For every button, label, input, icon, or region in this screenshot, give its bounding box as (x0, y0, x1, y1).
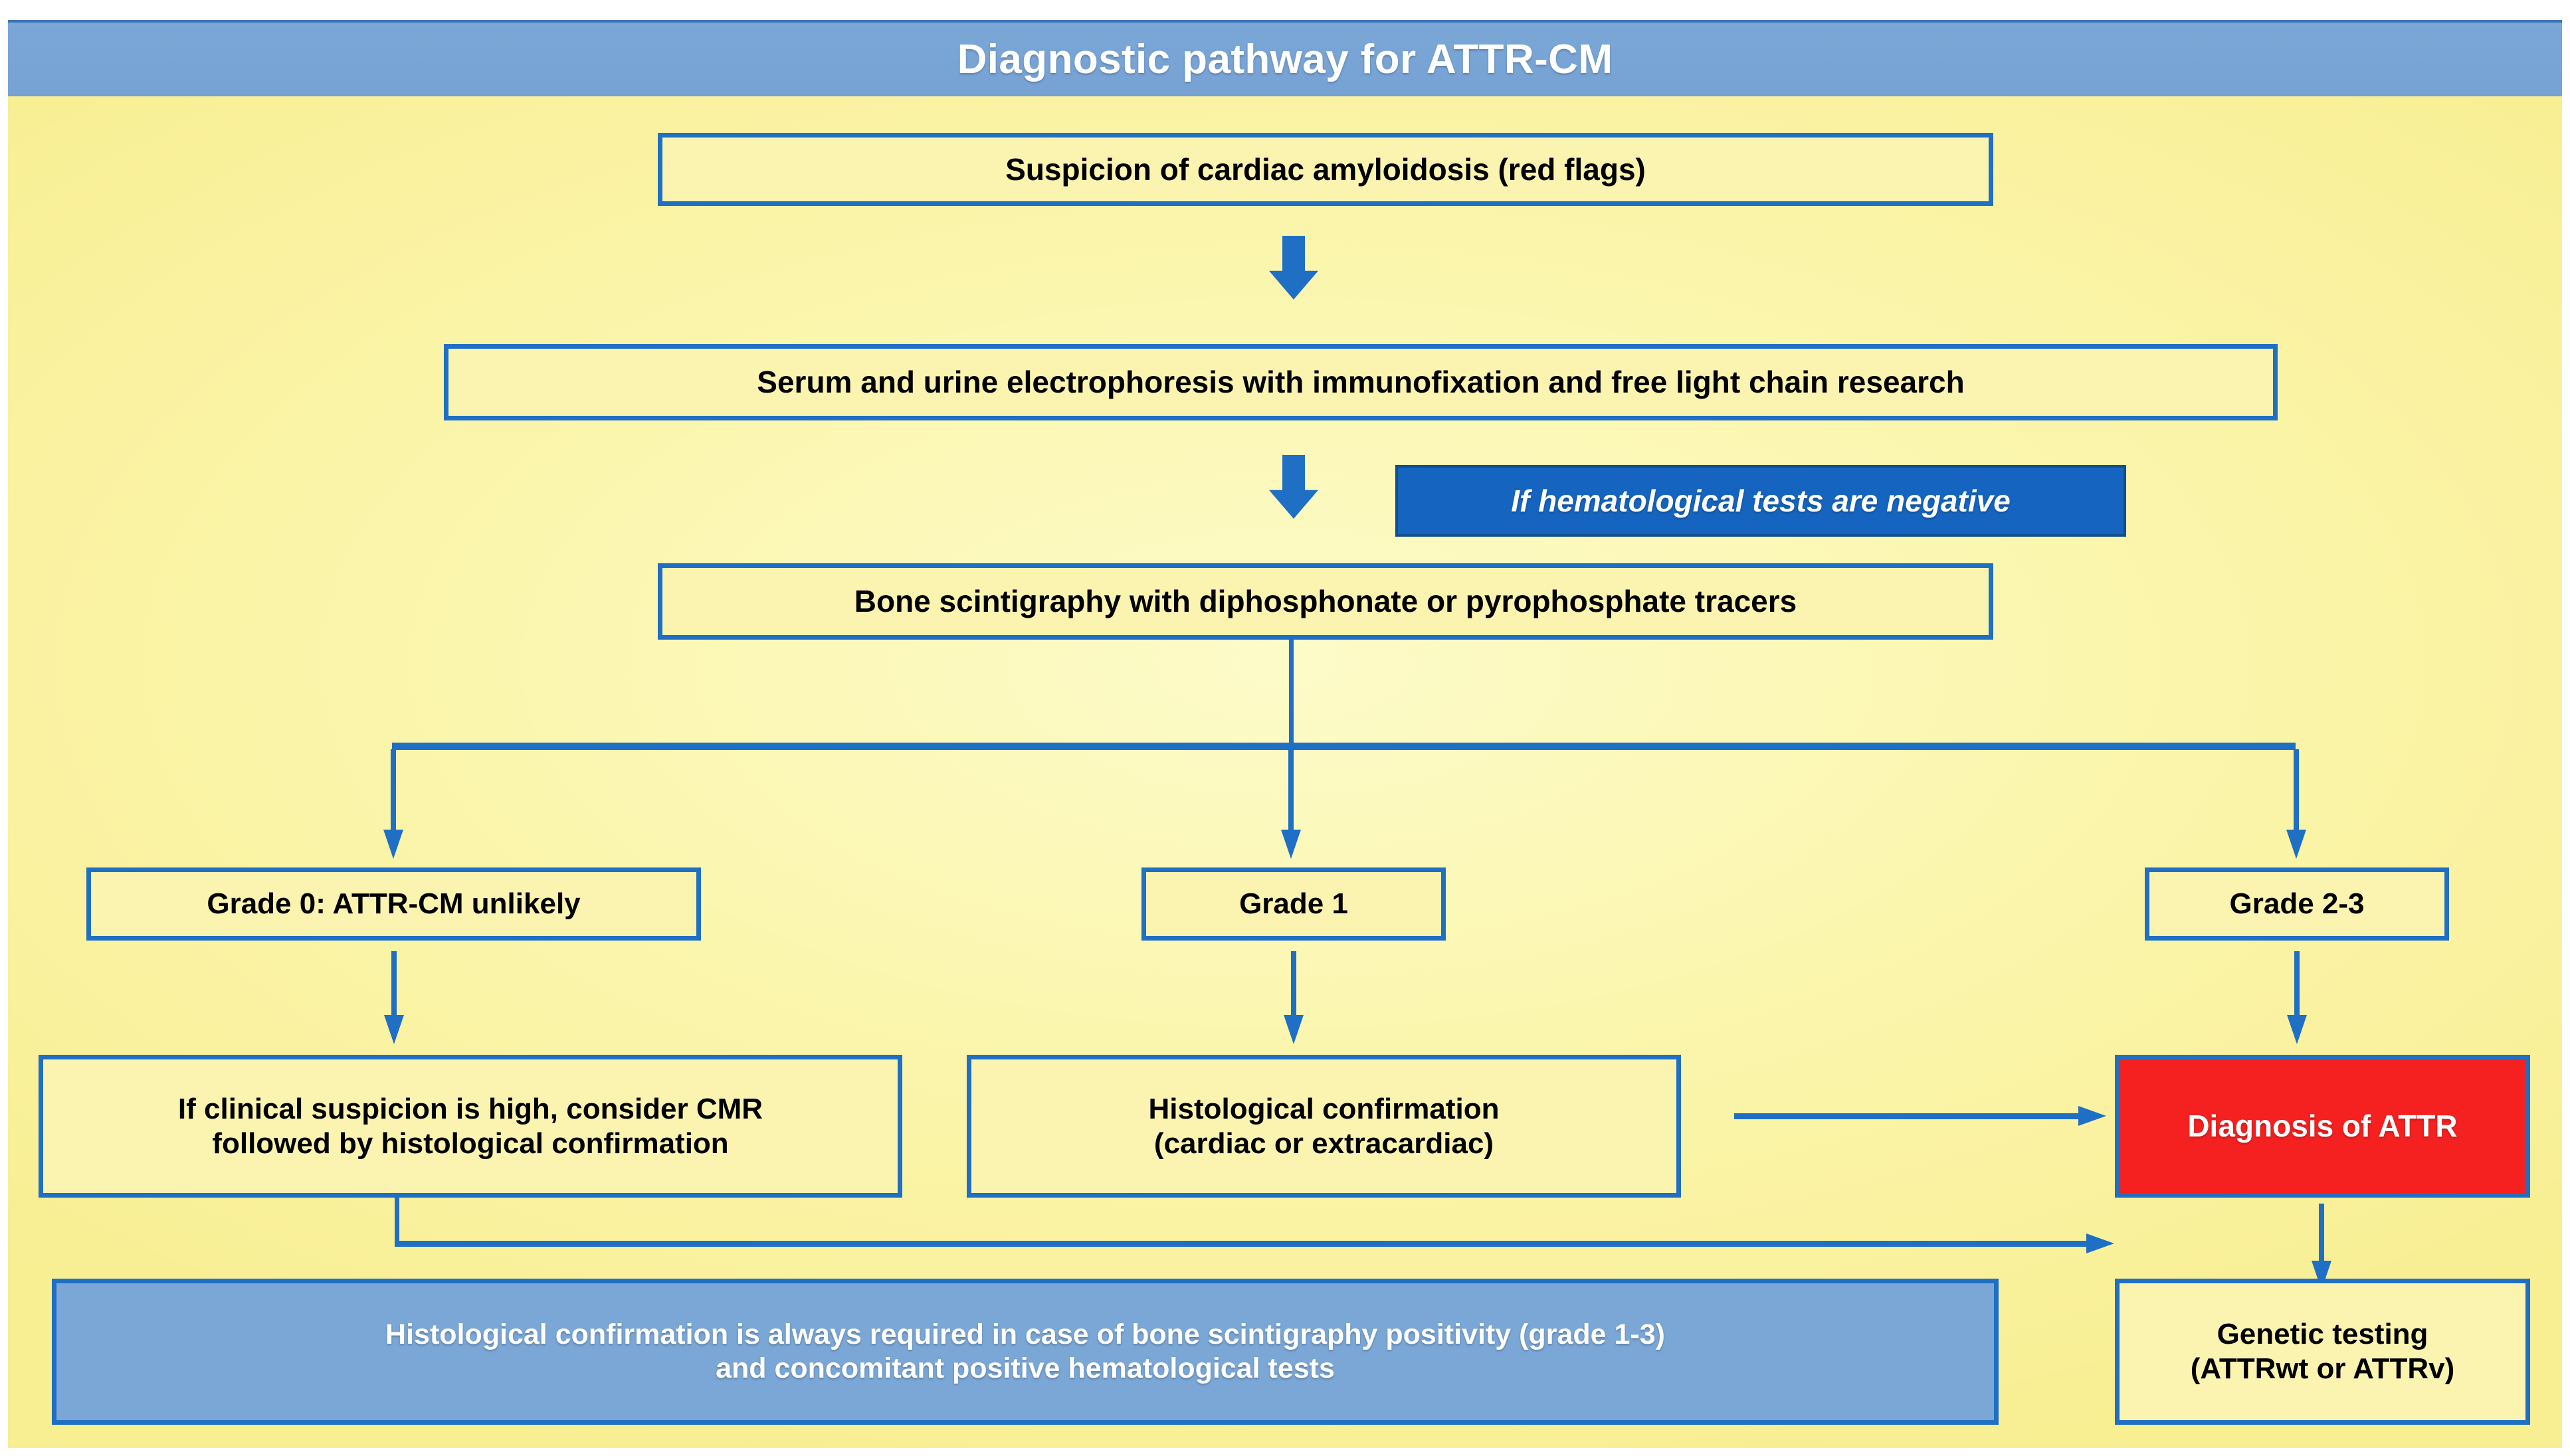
node-if-hematological-tests-negative: If hematological tests are negative (1395, 465, 2126, 537)
node-consider-cmr: If clinical suspicion is high, consider … (39, 1055, 902, 1198)
diagram-header-banner: Diagnostic pathway for ATTR-CM (8, 20, 2562, 96)
node-cmr-line-1: If clinical suspicion is high, consider … (177, 1092, 763, 1125)
hematological-condition-label: If hematological tests are negative (1511, 483, 2011, 518)
node-histology-line-2: (cardiac or extracardiac) (1153, 1127, 1494, 1160)
arrow-branch-to-grade23 (2286, 749, 2306, 859)
node-scintigraphy-label: Bone scintigraphy with diphosphonate or … (854, 584, 1797, 619)
arrow-diagnosis-to-genetic-testing (2312, 1204, 2331, 1290)
node-histology-line-1: Histological confirmation (1148, 1092, 1500, 1125)
arrow-branch-to-grade0 (383, 749, 403, 859)
node-serum-urine-electrophoresis: Serum and urine electrophoresis with imm… (444, 344, 2278, 420)
node-bone-scintigraphy: Bone scintigraphy with diphosphonate or … (658, 563, 1993, 640)
arrow-cmr-to-diagnosis (395, 1233, 2116, 1253)
node-suspicion-label: Suspicion of cardiac amyloidosis (red fl… (1005, 151, 1646, 187)
node-grade-1-label: Grade 1 (1239, 887, 1348, 921)
node-suspicion-of-cardiac-amyloidosis: Suspicion of cardiac amyloidosis (red fl… (658, 133, 1993, 206)
node-grade-0: Grade 0: ATTR-CM unlikely (86, 867, 701, 941)
arrow-histology-to-diagnosis (1734, 1106, 2106, 1126)
summary-line-1: Histological confirmation is always requ… (385, 1319, 1665, 1351)
node-histological-confirmation: Histological confirmation (cardiac or ex… (967, 1055, 1681, 1198)
node-genetic-line-2: (ATTRwt or ATTRv) (2190, 1352, 2455, 1385)
arrow-grade0-to-cmr (384, 951, 404, 1044)
node-cmr-line-2: followed by histological confirmation (212, 1127, 729, 1160)
node-genetic-line-1: Genetic testing (2217, 1318, 2428, 1351)
connector-cmr-elbow-vertical (395, 1196, 399, 1243)
node-electrophoresis-label: Serum and urine electrophoresis with imm… (757, 365, 1965, 400)
summary-line-2: and concomitant positive hematological t… (716, 1352, 1335, 1384)
page-title: Diagnostic pathway for ATTR-CM (957, 37, 1613, 82)
node-diagnosis-of-attr: Diagnosis of ATTR (2115, 1055, 2530, 1198)
arrow-grade1-to-histology (1284, 951, 1304, 1044)
node-grade-2-3: Grade 2-3 (2145, 867, 2449, 941)
arrow-grade23-to-diagnosis (2287, 951, 2307, 1044)
node-grade-2-3-label: Grade 2-3 (2229, 887, 2365, 921)
arrow-branch-to-grade1 (1281, 749, 1301, 859)
connector-scintigraphy-drop (1289, 640, 1294, 746)
node-genetic-testing: Genetic testing (ATTRwt or ATTRv) (2115, 1279, 2530, 1425)
node-summary-statement: Histological confirmation is always requ… (52, 1279, 1999, 1425)
node-grade-1: Grade 1 (1141, 867, 1446, 941)
connector-branch-bus (392, 743, 2296, 750)
node-grade-0-label: Grade 0: ATTR-CM unlikely (207, 887, 581, 921)
node-diagnosis-label: Diagnosis of ATTR (2187, 1109, 2458, 1144)
